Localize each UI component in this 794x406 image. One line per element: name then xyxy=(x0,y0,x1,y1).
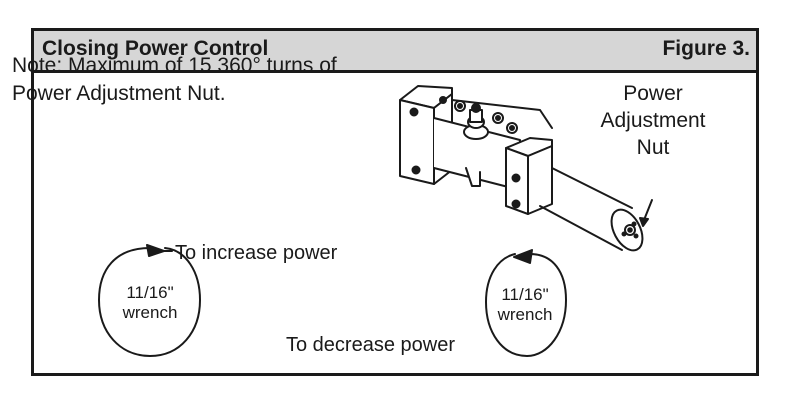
spring-cylinder xyxy=(539,167,644,252)
callout-line-1: Power xyxy=(623,82,683,105)
decrease-rotation-circle xyxy=(485,253,567,357)
decrease-wrench-size: 11/16" xyxy=(501,285,549,304)
figure-title: Closing Power Control xyxy=(42,37,269,60)
increase-wrench-label: 11/16" wrench xyxy=(104,283,196,323)
closer-body xyxy=(433,99,553,191)
figure-frame: Closing Power Control Figure 3. xyxy=(31,28,759,376)
decrease-wrench-word: wrench xyxy=(497,305,553,324)
callout-line-2: Adjustment xyxy=(600,109,706,132)
decrease-power-label: To decrease power xyxy=(286,334,455,356)
increase-arrowhead xyxy=(146,244,165,257)
callout-leader xyxy=(643,199,653,221)
increase-rotation-circle xyxy=(98,247,201,357)
note-text: Note: Maximum of 15 360° turns of Power … xyxy=(12,54,337,105)
right-bracket xyxy=(505,137,553,215)
increase-power-label: To increase power xyxy=(175,242,338,264)
decrease-wrench-label: 11/16" wrench xyxy=(482,285,568,325)
increase-wrench-word: wrench xyxy=(122,303,178,322)
figure-header: Closing Power Control Figure 3. xyxy=(34,31,756,73)
increase-wrench-size: 11/16" xyxy=(126,283,174,302)
power-adjustment-nut-label: Power Adjustment Nut xyxy=(590,80,716,161)
figure-number: Figure 3. xyxy=(662,37,750,60)
callout-line-3: Nut xyxy=(636,136,670,159)
decrease-arrowhead xyxy=(513,249,533,264)
